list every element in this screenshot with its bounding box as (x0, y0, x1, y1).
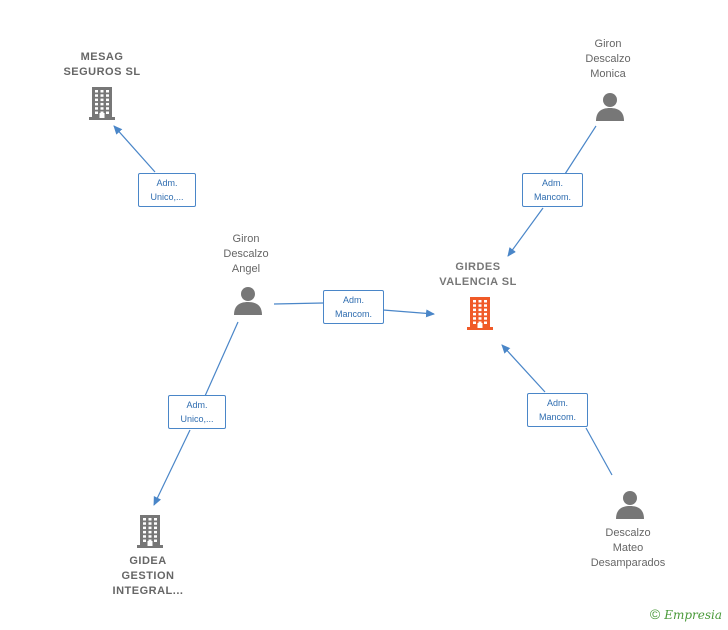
edge-label-angel-mesag[interactable]: Adm. Unico,... (138, 173, 196, 207)
edge-label-angel-girdes[interactable]: Adm. Mancom. (323, 290, 384, 324)
edge-label-monica-girdes[interactable]: Adm. Mancom. (522, 173, 583, 207)
edge-label-angel-gidea[interactable]: Adm. Unico,... (168, 395, 226, 429)
building-icon[interactable] (465, 296, 495, 335)
node-label-descalzo-mateo-desamparados[interactable]: Descalzo Mateo Desamparados (590, 527, 666, 569)
edge-mateo-girdes-arrow (501, 344, 546, 393)
person-icon[interactable] (233, 286, 263, 321)
person-icon[interactable] (595, 92, 625, 127)
edge-angel-girdes-segment (273, 302, 324, 305)
node-label-girdes-valencia[interactable]: GIRDES VALENCIA SL (439, 261, 517, 288)
edge-monica-girdes-arrow (507, 207, 544, 257)
building-icon[interactable] (135, 514, 165, 553)
edge-angel-gidea-arrow (153, 429, 191, 506)
brand-logo: Empresia (664, 608, 722, 622)
edge-angel-mesag-arrow (113, 125, 156, 173)
node-label-mesag-seguros[interactable]: MESAG SEGUROS SL (63, 51, 141, 78)
person-icon[interactable] (615, 490, 645, 525)
node-label-giron-descalzo-angel[interactable]: Giron Descalzo Angel (223, 233, 269, 275)
edge-monica-girdes-segment (564, 125, 597, 175)
copyright-notice: ©Empresia (650, 606, 722, 622)
copyright-icon: © (649, 606, 661, 622)
building-icon[interactable] (87, 86, 117, 125)
edge-angel-girdes-arrow (382, 309, 435, 318)
edge-label-mateo-girdes[interactable]: Adm. Mancom. (527, 393, 588, 427)
edge-mateo-girdes-segment (585, 427, 613, 476)
node-label-gidea-gestion[interactable]: GIDEA GESTION INTEGRAL... (112, 555, 184, 597)
node-label-giron-descalzo-monica[interactable]: Giron Descalzo Monica (585, 38, 631, 80)
edge-angel-gidea-segment (204, 321, 239, 397)
